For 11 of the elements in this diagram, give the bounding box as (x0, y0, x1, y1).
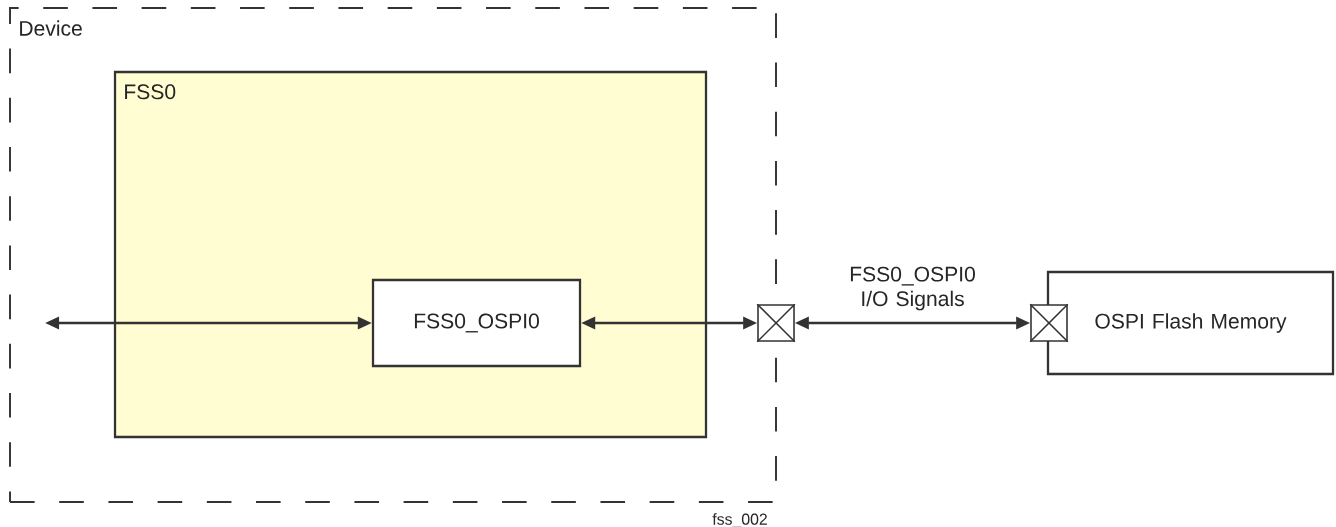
box-label: FSS0_OSPI0 (414, 313, 539, 333)
edge-label: FSS0_OSPI0 I/O Signals (850, 266, 975, 311)
box-title: FSS0 (125, 84, 176, 100)
block-box (1046, 270, 1335, 376)
io-pad (756, 303, 796, 343)
figure-id: fss_002 (712, 513, 767, 527)
box-title: Device (20, 20, 82, 36)
box-label: OSPI Flash Memory (1095, 313, 1287, 333)
subsystem-box (113, 70, 708, 439)
io-pad (1029, 303, 1069, 343)
block-box (371, 278, 582, 368)
